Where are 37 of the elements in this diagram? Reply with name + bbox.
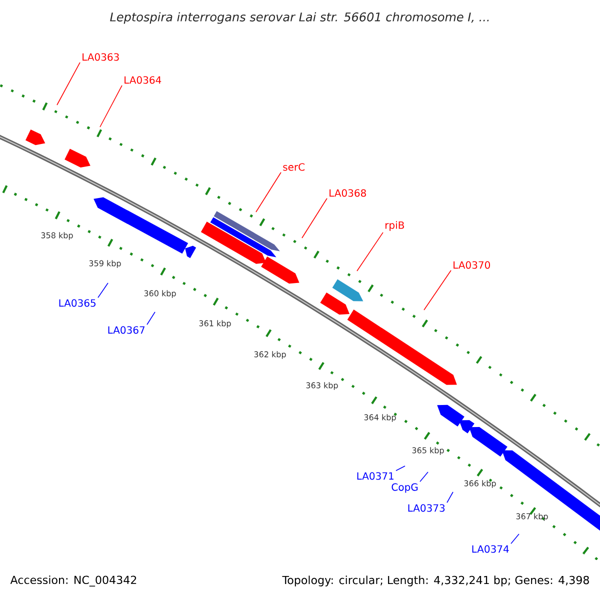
gene-label: LA0364 [124, 76, 162, 84]
leader-line [146, 312, 156, 326]
tick-label: 362 kbp [254, 351, 286, 359]
leader-line [302, 198, 328, 238]
gene-label: CopG [392, 483, 418, 493]
leader-line [420, 472, 428, 482]
gene-label: rpiB [386, 221, 404, 231]
leader-line [424, 270, 452, 310]
tick-label: 358 kbp [41, 232, 73, 240]
tick-label: 364 kbp [364, 414, 396, 422]
genome-summary-text: Topology: circular; Length: 4,332,241 bp; Genes: 4,398 [282, 576, 589, 586]
tick-label: 365 kbp [412, 447, 444, 455]
gene-label: LA0363 [82, 53, 119, 61]
leader-line [98, 282, 108, 298]
gene-label: LA0370 [454, 261, 490, 269]
tick-label: 359 kbp [89, 260, 121, 268]
gene-label: LA0368 [330, 189, 366, 197]
title: Leptospira interrogans serovar Lai str. 56601 chromosome I, ... [110, 12, 489, 24]
leader-line [356, 232, 384, 272]
leader-line [256, 172, 282, 212]
tick-label: 360 kbp [144, 290, 176, 298]
leader-line [510, 534, 520, 544]
accession-text: Accession: NC_004342 [10, 576, 136, 587]
gene-label: LA0374 [472, 545, 509, 553]
leader-line [396, 466, 406, 472]
gene-label: serC [283, 163, 305, 171]
gene-label: LA0373 [408, 504, 445, 512]
leader-line [100, 84, 122, 128]
gene-label: LA0367 [108, 326, 145, 334]
tick-label: 367 kbp [516, 513, 548, 521]
leader-line [446, 492, 454, 504]
leader-line [56, 62, 80, 106]
tick-label: 361 kbp [199, 320, 231, 328]
tick-label: 363 kbp [306, 382, 338, 390]
gene-label: LA0365 [59, 299, 96, 307]
gene-label: LA0371 [357, 472, 394, 480]
tick-label: 366 kbp [464, 480, 496, 488]
